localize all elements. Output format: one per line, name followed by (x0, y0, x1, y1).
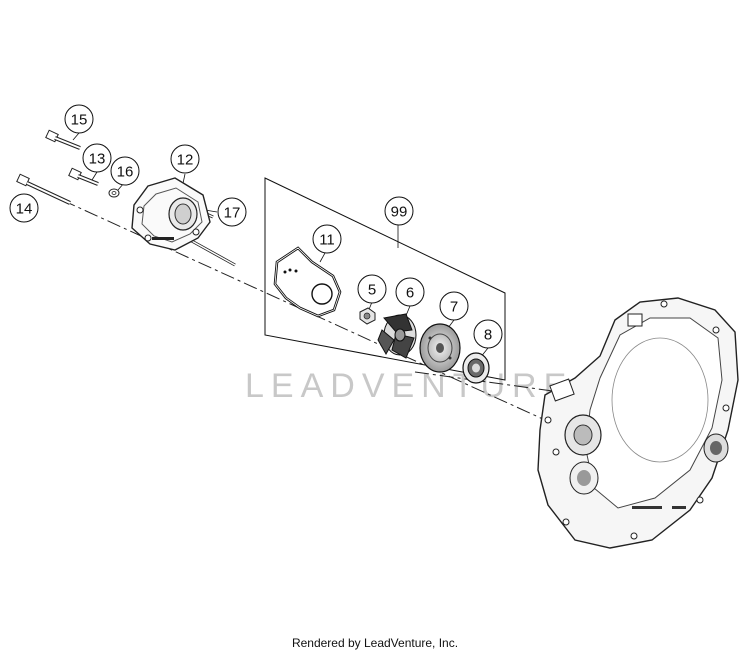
callout-5: 5 (357, 274, 387, 304)
callout-12-label: 12 (177, 152, 194, 169)
water-pump-cover-12 (131, 177, 211, 251)
clutch-cover (537, 297, 739, 549)
callout-16: 16 (110, 156, 140, 186)
washer-16 (108, 188, 120, 198)
callout-6-label: 6 (406, 285, 414, 302)
seal-disc-7 (419, 323, 461, 373)
callout-13-label: 13 (89, 151, 106, 168)
callout-15-label: 15 (71, 112, 88, 129)
footer-credit: Rendered by LeadVenture, Inc. (291, 636, 459, 650)
callout-8-label: 8 (484, 327, 492, 344)
callout-14: 14 (9, 193, 39, 223)
callout-6: 6 (395, 277, 425, 307)
callout-13: 13 (82, 143, 112, 173)
bolt-13 (68, 167, 99, 186)
callout-14-label: 14 (16, 201, 33, 218)
exploded-parts-diagram: LEADVENTURE (9, 104, 739, 549)
callout-7: 7 (439, 291, 469, 321)
kit-box-outline (264, 177, 506, 381)
callout-99-label: 99 (391, 204, 408, 221)
watermark-text: LEADVENTURE (245, 367, 573, 405)
bolt-14 (16, 173, 71, 205)
callout-11-label: 11 (319, 232, 335, 249)
callout-12: 12 (170, 144, 200, 174)
callout-99: 99 (384, 196, 414, 226)
bolt-15 (45, 129, 81, 150)
callout-8: 8 (473, 319, 503, 349)
callout-17: 17 (217, 197, 247, 227)
nut-5 (359, 307, 376, 325)
bearing-8 (462, 352, 490, 384)
callout-5-label: 5 (368, 282, 376, 299)
impeller-6 (377, 313, 417, 359)
gasket-11 (273, 246, 342, 318)
callout-16-label: 16 (117, 164, 134, 181)
callout-17-label: 17 (224, 205, 241, 222)
callout-11: 11 (312, 224, 342, 254)
callout-15: 15 (64, 104, 94, 134)
callout-7-label: 7 (450, 299, 458, 316)
